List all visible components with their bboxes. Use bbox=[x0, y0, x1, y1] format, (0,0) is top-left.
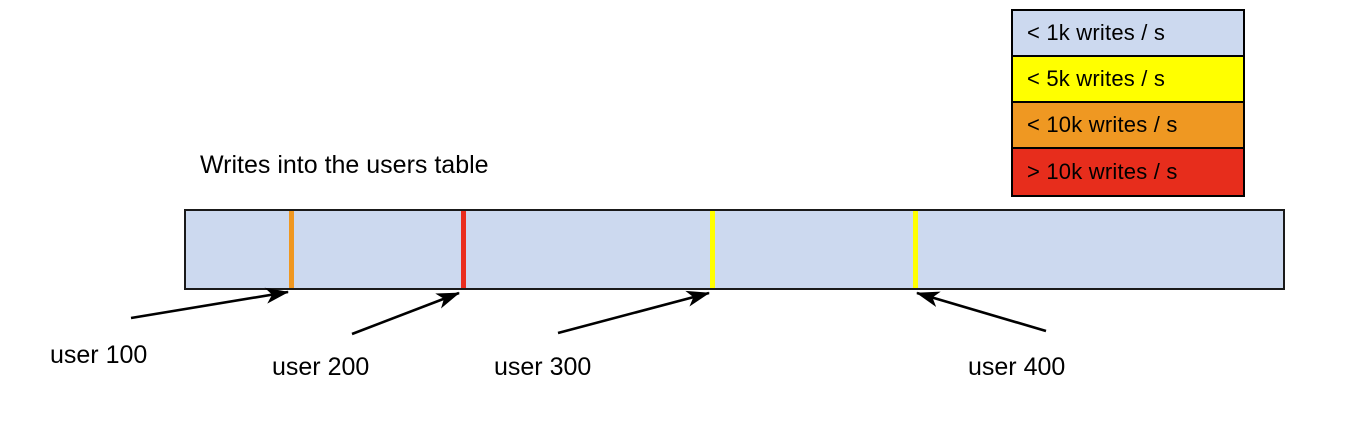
legend-row-under-10k: < 10k writes / s bbox=[1013, 103, 1243, 149]
legend-label-under-5k: < 5k writes / s bbox=[1027, 66, 1166, 91]
arrow-user-400 bbox=[916, 291, 1047, 333]
write-rate-legend: < 1k writes / s < 5k writes / s < 10k wr… bbox=[1011, 9, 1245, 197]
legend-row-over-10k: > 10k writes / s bbox=[1013, 149, 1243, 195]
arrow-user-300 bbox=[557, 290, 711, 335]
label-user-300: user 300 bbox=[494, 353, 592, 381]
divider-user-300 bbox=[710, 211, 715, 288]
divider-user-400 bbox=[913, 211, 918, 288]
legend-label-over-10k: > 10k writes / s bbox=[1027, 159, 1178, 184]
legend-label-under-10k: < 10k writes / s bbox=[1027, 112, 1178, 137]
divider-user-200 bbox=[461, 211, 466, 288]
legend-label-under-1k: < 1k writes / s bbox=[1027, 20, 1166, 45]
label-user-400: user 400 bbox=[968, 353, 1066, 381]
legend-row-under-5k: < 5k writes / s bbox=[1013, 57, 1243, 103]
divider-user-100 bbox=[289, 211, 294, 288]
label-user-100: user 100 bbox=[50, 341, 148, 369]
arrow-user-100 bbox=[130, 287, 290, 320]
arrow-user-200 bbox=[351, 291, 460, 336]
users-table-bar bbox=[184, 209, 1285, 290]
label-user-200: user 200 bbox=[272, 353, 370, 381]
chart-title: Writes into the users table bbox=[200, 151, 489, 179]
legend-row-under-1k: < 1k writes / s bbox=[1013, 11, 1243, 57]
